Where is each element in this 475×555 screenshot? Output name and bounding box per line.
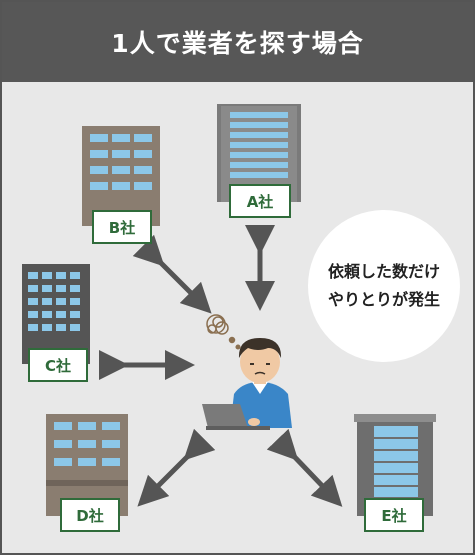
company-label-e: E社 <box>364 498 424 532</box>
company-label-d: D社 <box>60 498 120 532</box>
confused-thought-icon <box>206 314 241 350</box>
diagram-title: 1人で業者を探す場合 <box>111 29 364 58</box>
company-label-c: C社 <box>28 348 88 382</box>
callout-bubble: 依頼した数だけ やりとりが発生 <box>308 210 460 362</box>
arrow-to-d <box>137 428 216 507</box>
arrow-to-e <box>266 428 343 507</box>
callout-line-1: 依頼した数だけ <box>327 262 440 281</box>
company-label-a: A社 <box>229 184 291 218</box>
building-c-icon <box>22 264 90 364</box>
worried-person-icon <box>202 314 292 430</box>
company-label-b: B社 <box>92 210 152 244</box>
building-b-icon <box>82 126 160 226</box>
arrow-to-b <box>132 234 212 314</box>
title-bar: 1人で業者を探す場合 <box>2 2 473 82</box>
callout-line-2: やりとりが発生 <box>327 290 440 309</box>
connection-arrows <box>99 225 343 507</box>
